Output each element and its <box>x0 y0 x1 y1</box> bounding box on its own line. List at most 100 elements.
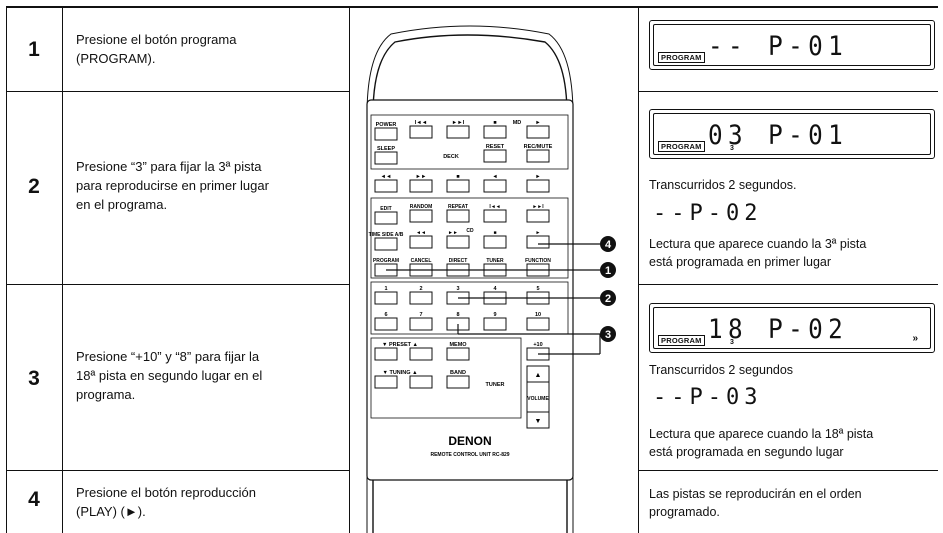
reset-label: RESET <box>486 144 505 150</box>
brand-logo: DENON <box>448 434 491 448</box>
note-2: Lectura que aparece cuando la 3ª pista e… <box>649 235 936 271</box>
step-number-1: 1 <box>28 38 40 61</box>
deck-fwd-label: ► <box>535 174 540 180</box>
note-2-line-1: Lectura que aparece cuando la 3ª pista <box>649 237 867 251</box>
num-2-button[interactable] <box>409 291 433 305</box>
deck-rew-label: ◄◄ <box>381 174 392 180</box>
step-1-line-1: Presione el botón programa <box>76 32 237 47</box>
tuning-down-button[interactable] <box>374 375 398 389</box>
lcd-sub-3: 3 <box>730 339 734 346</box>
power-label: POWER <box>376 122 397 128</box>
step-text-2: Presione “3” para fijar la 3ª pista para… <box>76 157 346 214</box>
random-button[interactable] <box>409 209 433 223</box>
note-2-line-2: está programada en primer lugar <box>649 255 832 269</box>
row-divider-1-right <box>638 91 938 92</box>
remote-control-illustration: POWER I◄◄ ►►I ■ MD ► SLEEP DECK RESET RE… <box>366 25 616 533</box>
callout-3-label: 3 <box>605 329 611 341</box>
step-number-3: 3 <box>28 367 40 390</box>
preset-down-button[interactable] <box>374 347 398 361</box>
note-4: Las pistas se reproducirán en el orden p… <box>649 485 936 521</box>
cd-ff-label: ►► <box>448 230 458 236</box>
cd-stop-label: ■ <box>493 230 496 236</box>
tuner-tag: TUNER <box>486 382 505 388</box>
callout-2-label: 2 <box>605 293 611 305</box>
repeat-button[interactable] <box>446 209 470 223</box>
cd-prev-label: I◄◄ <box>489 204 500 210</box>
callout-1-icon <box>600 262 616 278</box>
random-label: RANDOM <box>410 204 433 210</box>
lcd-digits-3: 18 P-02 <box>708 314 849 345</box>
cd-rew-button[interactable] <box>409 235 433 249</box>
deck-rev-button[interactable] <box>483 179 507 193</box>
note-4-line-2: programado. <box>649 505 720 519</box>
cd-rew-label: ◄◄ <box>416 230 426 236</box>
volume-up-icon: ▲ <box>535 372 542 379</box>
num-9-button[interactable] <box>483 317 507 331</box>
band-label: BAND <box>450 370 466 376</box>
step-text-1: Presione el botón programa (PROGRAM). <box>76 30 346 68</box>
edit-button[interactable] <box>374 211 398 225</box>
volume-label: VOLUME <box>527 396 549 402</box>
cd-stop-button[interactable] <box>483 235 507 249</box>
num-1-button[interactable] <box>374 291 398 305</box>
cd-play-button[interactable] <box>526 235 550 249</box>
callout-1-label: 1 <box>605 265 611 277</box>
sleep-label: SLEEP <box>377 146 395 152</box>
num-5-label: 5 <box>536 286 539 292</box>
row-divider-2-right <box>638 284 938 285</box>
step-text-3: Presione “+10” y “8” para fijar la 18ª p… <box>76 347 346 404</box>
sleep-button[interactable] <box>374 151 398 165</box>
memo-button[interactable] <box>446 347 470 361</box>
step-3-line-1: Presione “+10” y “8” para fijar la <box>76 349 260 364</box>
deck-stop-button[interactable] <box>446 179 470 193</box>
memo-label: MEMO <box>449 342 467 348</box>
num-7-button[interactable] <box>409 317 433 331</box>
deck-fwd-button[interactable] <box>526 179 550 193</box>
next-label: ►►I <box>452 120 465 126</box>
note-3: Lectura que aparece cuando la 18ª pista … <box>649 425 936 461</box>
function-label: FUNCTION <box>525 258 551 264</box>
power-button[interactable] <box>374 127 398 141</box>
preset-up-button[interactable] <box>409 347 433 361</box>
play-label-md: ► <box>535 120 540 126</box>
tuning-label: ▼ TUNING ▲ <box>382 370 417 376</box>
deck-rew-button[interactable] <box>374 179 398 193</box>
callout-4-label: 4 <box>605 239 612 251</box>
row-divider-3 <box>6 470 349 471</box>
note-3-line-1: Lectura que aparece cuando la 18ª pista <box>649 427 874 441</box>
prev-button[interactable] <box>409 125 433 139</box>
step-2-line-1: Presione “3” para fijar la 3ª pista <box>76 159 262 174</box>
reset-button[interactable] <box>483 149 507 163</box>
program-label: PROGRAM <box>373 258 399 264</box>
callout-4-icon <box>600 236 616 252</box>
num-6-button[interactable] <box>374 317 398 331</box>
cd-next-button[interactable] <box>526 209 550 223</box>
stop-button[interactable] <box>483 125 507 139</box>
deck-ff-button[interactable] <box>409 179 433 193</box>
model-label: REMOTE CONTROL UNIT RC-829 <box>430 452 509 458</box>
band-button[interactable] <box>446 375 470 389</box>
step-2-line-3: en el programa. <box>76 197 168 212</box>
note-4-line-1: Las pistas se reproducirán en el orden <box>649 487 862 501</box>
num-10-button[interactable] <box>526 317 550 331</box>
prev-label: I◄◄ <box>415 120 427 126</box>
step-2-line-2: para reproducirse en primer lugar <box>76 178 269 193</box>
after-text-3: Transcurridos 2 segundos <box>649 363 794 377</box>
row-divider-2 <box>6 284 349 285</box>
cd-next-label: ►►I <box>532 204 544 210</box>
cd-prev-button[interactable] <box>483 209 507 223</box>
num-1-label: 1 <box>384 286 387 292</box>
cd-play-label: ► <box>536 230 541 236</box>
play-button-md[interactable] <box>526 125 550 139</box>
tuning-up-button[interactable] <box>409 375 433 389</box>
time-side-button[interactable] <box>374 237 398 251</box>
edit-label: EDIT <box>380 206 391 212</box>
cd-tag: CD <box>466 228 474 234</box>
next-button[interactable] <box>446 125 470 139</box>
deck-tag: DECK <box>443 154 459 160</box>
cd-ff-button[interactable] <box>446 235 470 249</box>
image-column-divider <box>638 6 639 533</box>
step-text-4: Presione el botón reproducción (PLAY) (►… <box>76 483 346 521</box>
rec-mute-button[interactable] <box>526 149 550 163</box>
text-column-divider <box>349 6 350 533</box>
